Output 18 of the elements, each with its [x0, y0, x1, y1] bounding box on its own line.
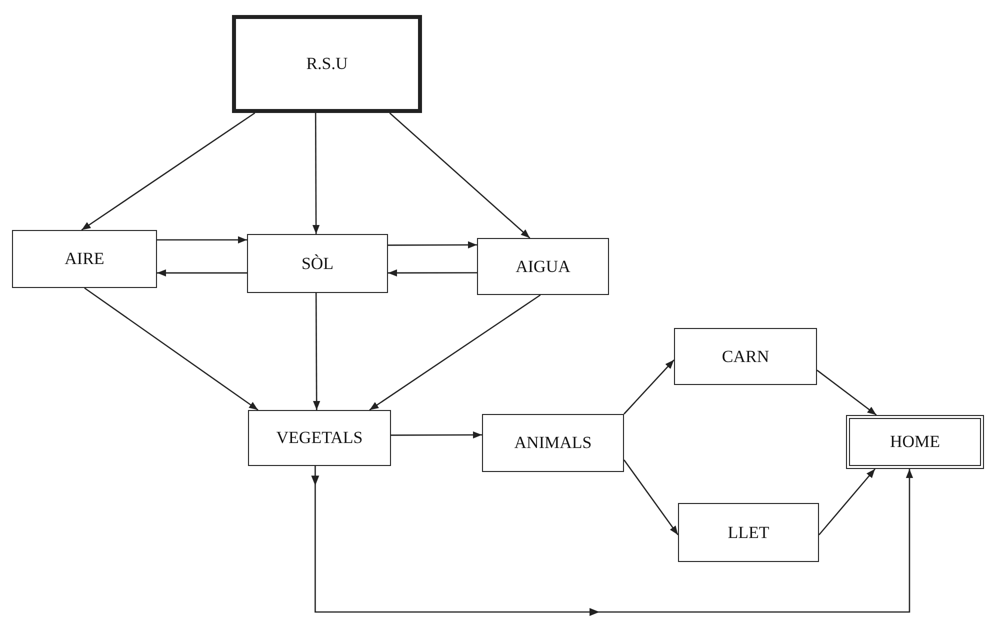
- node-label: AIGUA: [516, 256, 570, 276]
- node-label: LLET: [728, 522, 770, 542]
- process-box: [248, 410, 391, 466]
- node-label: AIRE: [64, 249, 104, 269]
- node-label: CARN: [722, 346, 770, 366]
- process-box: [247, 234, 388, 293]
- node-label: VEGETALS: [276, 428, 363, 448]
- node-label: ANIMALS: [514, 433, 592, 453]
- process-box: [846, 415, 984, 469]
- process-box: [482, 414, 624, 472]
- process-box: [12, 230, 157, 288]
- process-box: [477, 238, 609, 295]
- node-label: HOME: [890, 432, 940, 452]
- node-label: R.S.U: [306, 54, 348, 74]
- process-box: [678, 503, 819, 562]
- process-box: [232, 15, 422, 113]
- node-label: SÒL: [301, 254, 334, 274]
- process-box: [674, 328, 817, 385]
